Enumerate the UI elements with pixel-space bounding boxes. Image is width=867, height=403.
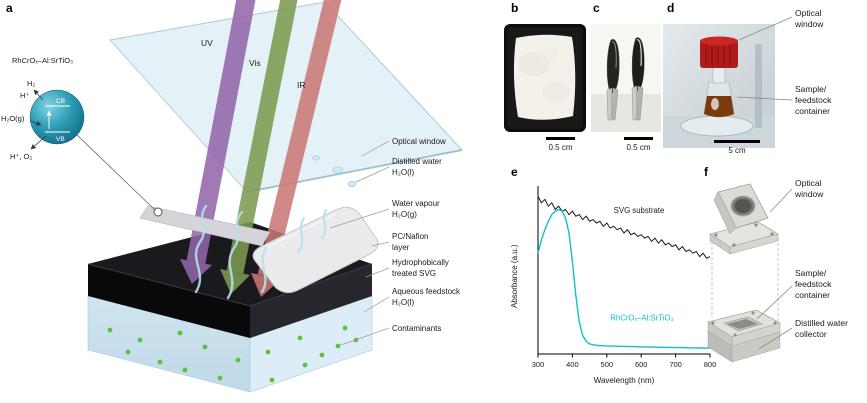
magnifier-leader-line	[75, 133, 156, 211]
tweezers-1	[606, 87, 613, 121]
assembly-guide-lines	[711, 238, 779, 324]
glass-dish	[680, 115, 754, 137]
ir-beam-label: IR	[297, 80, 306, 90]
label-distilled-water-2: H₂O(l)	[392, 168, 415, 177]
x-tick-label: 800	[704, 360, 717, 369]
stand-rod	[755, 44, 762, 128]
distilled-water-droplets	[312, 155, 357, 188]
ir-beam	[257, 0, 342, 278]
scale-bar-b	[546, 137, 575, 140]
uv-beam-arrowhead	[180, 259, 212, 284]
label-feedstock-1: Aqueous feedstock	[392, 287, 461, 296]
catalyst-inset: CB VB RhCrOₓ–Al:SrTiO₃ H₂ H⁺ H₂O(g) H⁺, …	[1, 56, 163, 217]
label-treated-svg-1: Hydrophobically	[392, 258, 449, 267]
series-label-1: RhCrOₓ–Al:SrTiO₃	[610, 313, 674, 322]
label-water-vapour-2: H₂O(g)	[392, 210, 417, 219]
conduction-band-label: CB	[56, 98, 65, 105]
series-line-0	[537, 195, 711, 259]
panel-f-render	[706, 183, 782, 363]
sample-edge-2	[631, 37, 645, 92]
x-tick-label: 600	[635, 360, 648, 369]
label-contaminants: Contaminants	[392, 324, 441, 333]
optical-window-part	[709, 183, 780, 255]
uv-beam-label: UV	[201, 38, 213, 48]
light-beams	[180, 0, 342, 297]
panel-label-a: a	[6, 1, 13, 15]
water-vapour-wisps	[194, 204, 328, 300]
panel-label-d: d	[667, 1, 675, 15]
panel-b-photo	[504, 24, 586, 132]
panel-label-b: b	[511, 1, 519, 15]
label-treated-svg-2: treated SVG	[392, 269, 436, 278]
x-axis-label: Wavelength (nm)	[594, 376, 655, 385]
contaminant-dots	[107, 325, 359, 383]
x-tick-label: 500	[601, 360, 614, 369]
x-tick-label: 400	[566, 360, 579, 369]
panel-label-e: e	[511, 165, 518, 179]
tweezers-2	[631, 85, 638, 121]
panel-label-c: c	[593, 1, 600, 15]
vis-beam-label: Vis	[249, 58, 261, 68]
scale-label-c: 0.5 cm	[626, 143, 651, 152]
feedstock-liquid	[704, 96, 734, 117]
sample-edge-1	[606, 39, 620, 94]
label-optical-window: Optical window	[392, 137, 446, 146]
x-tick-label: 700	[669, 360, 682, 369]
oxidation-arrow	[30, 135, 47, 150]
oxidation-products-label: H⁺, O₂	[10, 152, 32, 161]
magnifier-origin-marker	[153, 207, 163, 217]
label-d-optical-window: Optical window	[795, 8, 824, 29]
label-pc-nafion-1: PC/Nafion	[392, 232, 428, 241]
label-f-optical-window: Optical window	[795, 178, 824, 199]
glass-neck	[712, 65, 726, 84]
vis-beam-arrowhead	[220, 269, 250, 294]
series-label-0: SVG substrate	[614, 206, 665, 215]
series-line-1	[537, 208, 710, 349]
h2-label: H₂	[27, 79, 35, 88]
layer-annotations: Optical window Distilled water H₂O(l) Wa…	[329, 137, 461, 346]
panel-label-f: f	[704, 165, 708, 179]
scale-bar-c	[624, 137, 653, 140]
valence-band-label: VB	[56, 136, 65, 143]
scale-bar-d	[714, 140, 760, 143]
uv-beam	[186, 0, 256, 264]
label-d-container: Sample/ feedstock container	[795, 84, 832, 116]
label-feedstock-2: H₂O(l)	[392, 298, 415, 307]
label-distilled-water-1: Distilled water	[392, 157, 442, 166]
label-f-collector: Distilled water collector	[795, 318, 848, 339]
panel-c-photo	[591, 24, 661, 132]
y-axis-label: Absorbance (a.u.)	[510, 244, 519, 308]
catalyst-title: RhCrOₓ–Al:SrTiO₃	[12, 56, 73, 65]
h2o-gas-label: H₂O(g)	[1, 114, 25, 123]
h2-evolution-arrow	[33, 89, 44, 101]
absorbance-chart: Absorbance (a.u.) Wavelength (nm) 300 400…	[510, 186, 717, 385]
catalyst-particle	[29, 89, 85, 145]
h-plus-label: H⁺	[20, 91, 29, 100]
label-f-container: Sample/ feedstock container	[795, 268, 832, 300]
vis-beam	[226, 0, 298, 274]
h2o-input-arrow	[30, 120, 42, 126]
scale-label-d: 5 cm	[728, 146, 746, 155]
red-cap	[700, 40, 738, 68]
x-tick-label: 300	[532, 360, 545, 369]
label-water-vapour-1: Water vapour	[392, 199, 440, 208]
panel-d-photo	[663, 24, 775, 148]
panel-a-schematic: UV Vis IR	[1, 0, 463, 393]
scale-label-b: 0.5 cm	[548, 143, 573, 152]
label-pc-nafion-2: layer	[392, 243, 410, 252]
